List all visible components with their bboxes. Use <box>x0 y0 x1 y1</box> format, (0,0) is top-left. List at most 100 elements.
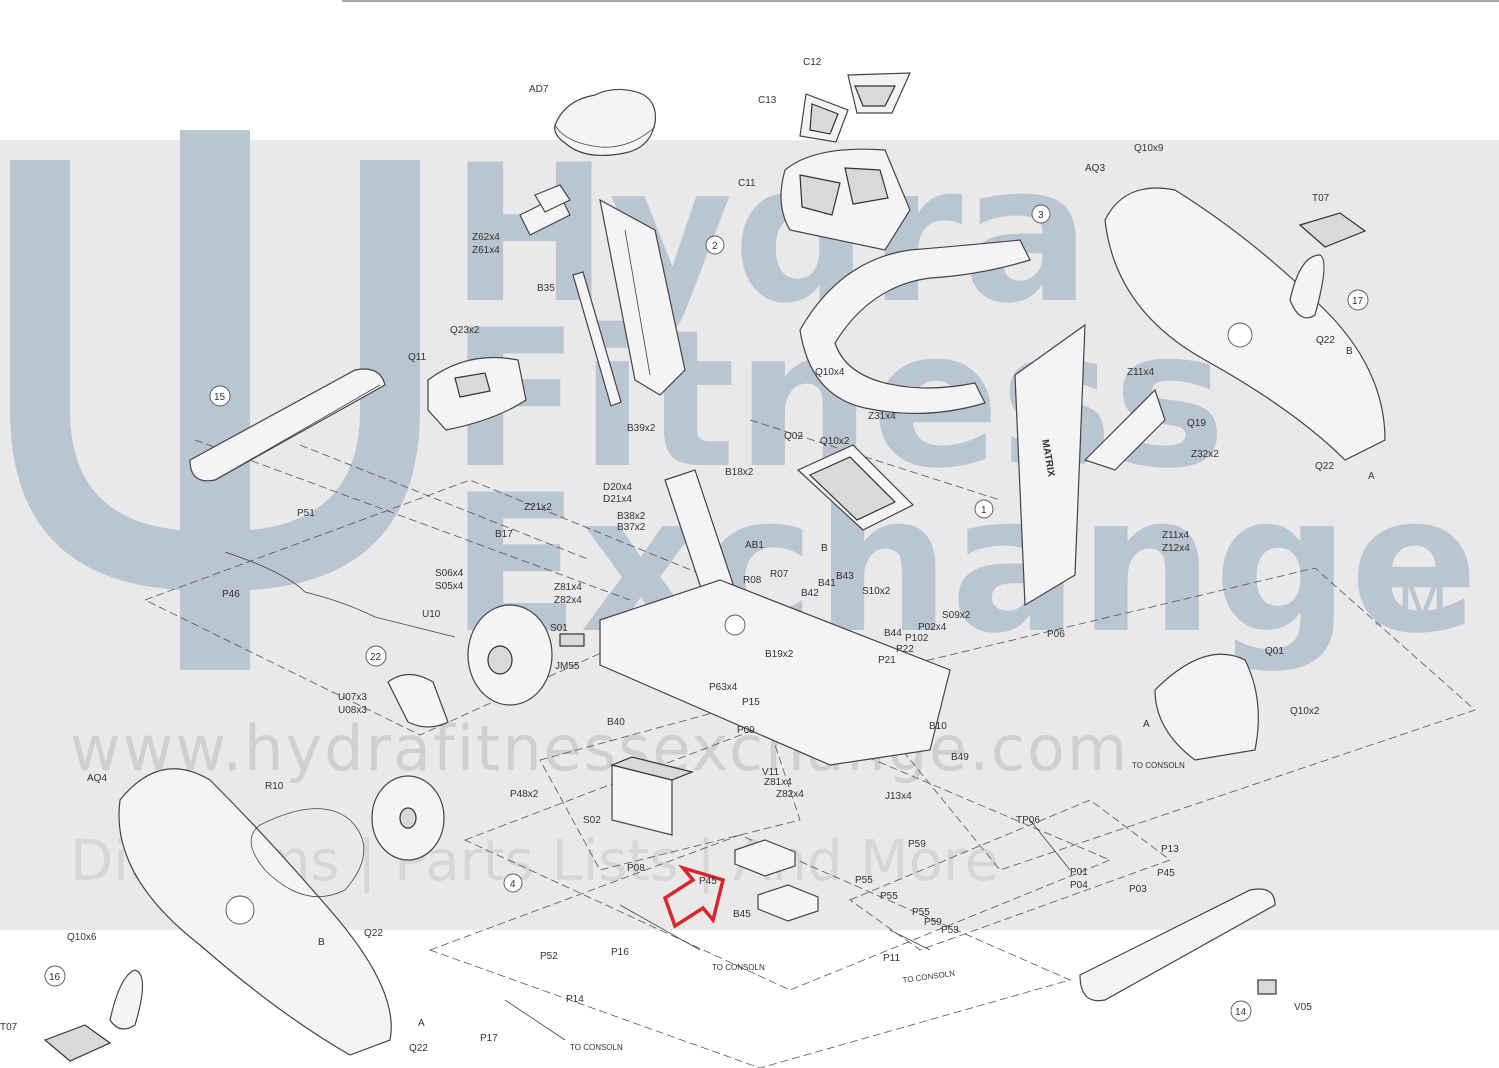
block-parts <box>734 839 819 922</box>
label-to-consoln-2: TO CONSOLN <box>712 963 765 972</box>
label-z11x4-top: Z11x4 <box>1127 367 1154 378</box>
console-shroud-part <box>780 148 911 251</box>
svg-text:14: 14 <box>1235 1007 1247 1018</box>
label-p03: P03 <box>1129 884 1147 895</box>
pulley-part <box>371 775 445 861</box>
svg-text:1: 1 <box>981 505 987 516</box>
flywheel-assembly-part <box>467 604 585 706</box>
seat-part <box>554 88 657 157</box>
label-q10x4: Q10x4 <box>815 367 845 378</box>
label-z32x2: Z32x2 <box>1191 449 1219 460</box>
label-c13: C13 <box>758 95 777 106</box>
label-s05x4: S05x4 <box>435 581 464 592</box>
svg-text:16: 16 <box>49 972 61 983</box>
svg-text:2: 2 <box>712 241 718 252</box>
control-box-part <box>610 756 694 836</box>
label-z81x4-b: Z81x4 <box>764 777 792 788</box>
label-t07-left: T07 <box>0 1022 18 1033</box>
main-frame-part <box>599 469 951 766</box>
label-t07-right: T07 <box>1312 193 1330 204</box>
label-v05: V05 <box>1294 1002 1312 1013</box>
label-b42: B42 <box>801 588 819 599</box>
label-q11: Q11 <box>408 352 427 363</box>
label-b44: B44 <box>884 628 902 639</box>
handlebar-part <box>799 239 1031 415</box>
left-shroud-part <box>118 768 392 1056</box>
label-p22: P22 <box>896 644 914 655</box>
watermark-url: www.hydrafitnessexchange.com <box>70 712 1129 785</box>
label-u07x3: U07x3 <box>338 692 367 703</box>
label-p52: P52 <box>540 951 558 962</box>
cover-q01-part <box>1154 653 1259 761</box>
label-q10x2-right: Q10x2 <box>1290 706 1320 717</box>
cup-parts <box>799 72 911 143</box>
label-q19: Q19 <box>1187 418 1206 429</box>
belt-part <box>250 808 365 897</box>
left-pedal-part <box>43 969 144 1062</box>
label-s02: S02 <box>583 815 601 826</box>
callout-15: 15 <box>209 385 231 407</box>
label-d20x4: D20x4 <box>603 482 632 493</box>
cable-p46 <box>224 551 456 638</box>
label-q22-top: Q22 <box>1316 335 1335 346</box>
label-b18x2: B18x2 <box>725 467 754 478</box>
label-c11: C11 <box>738 178 756 189</box>
label-b37x2: B37x2 <box>617 522 646 533</box>
label-p55-b: P55 <box>880 891 898 902</box>
label-p04: P04 <box>1070 880 1088 891</box>
cover-q11-part <box>427 356 527 431</box>
label-q23x2: Q23x2 <box>450 325 480 336</box>
label-p102: P102 <box>905 633 929 644</box>
label-p55-c: P55 <box>912 907 930 918</box>
label-p59-top: P59 <box>908 839 926 850</box>
label-aq3: AQ3 <box>1085 163 1105 174</box>
label-p09: P09 <box>737 725 755 736</box>
part-labels: AD7C12C13C11Q10x9AQ3T07Z62x4Z61x4B35Q23x… <box>0 57 1375 1054</box>
label-b49: B49 <box>951 752 969 763</box>
label-p16: P16 <box>611 947 629 958</box>
label-p45-mid: P45 <box>699 876 717 887</box>
label-p63x4: P63x4 <box>709 682 738 693</box>
label-z81x4: Z81x4 <box>554 582 582 593</box>
svg-text:15: 15 <box>214 392 226 403</box>
label-b-mid: B <box>821 543 828 554</box>
label-p55-a: P55 <box>855 875 873 886</box>
label-z11x4-mid: Z11x4 <box>1162 530 1189 541</box>
label-tp06: TP06 <box>1016 815 1040 826</box>
callout-17: 17 <box>1347 289 1369 311</box>
label-b35: B35 <box>537 283 555 294</box>
svg-text:4: 4 <box>510 879 516 890</box>
label-q22-bottom: Q22 <box>409 1043 428 1054</box>
label-b39x2: B39x2 <box>627 423 656 434</box>
red-highlight-arrow <box>662 864 726 929</box>
upright-frame-part: MATRIX <box>1014 323 1086 607</box>
cover-q19-part <box>1083 388 1166 471</box>
right-pedal-part <box>1289 212 1367 319</box>
label-q02: Q02 <box>784 431 803 442</box>
label-p59-b: P59 <box>924 917 942 928</box>
label-c12: C12 <box>803 57 822 68</box>
watermark-trademark: TM <box>1359 570 1448 640</box>
label-q22-right: Q22 <box>1315 461 1334 472</box>
svg-text:3: 3 <box>1038 210 1044 221</box>
label-z31x4: Z31x4 <box>868 411 896 422</box>
slide-rail-part <box>572 271 622 407</box>
label-q10x9: Q10x9 <box>1134 143 1164 154</box>
label-b41: B41 <box>818 578 836 589</box>
label-r08: R08 <box>743 575 762 586</box>
v05-label-part <box>1257 979 1277 995</box>
label-ab1: AB1 <box>745 540 764 551</box>
callout-14: 14 <box>1230 1000 1252 1022</box>
label-aq4: AQ4 <box>87 773 107 784</box>
label-z61x4: Z61x4 <box>472 245 500 256</box>
callout-4: 4 <box>503 873 523 893</box>
front-stabilizer-part <box>189 368 386 482</box>
label-p14: P14 <box>566 994 584 1005</box>
label-r10: R10 <box>265 781 284 792</box>
callout-circles: 1 2 3 4 14 15 16 17 22 <box>44 204 1369 1022</box>
label-p08: P08 <box>627 863 645 874</box>
callout-3: 3 <box>1031 204 1051 224</box>
label-b45: B45 <box>733 909 751 920</box>
label-p01: P01 <box>1070 867 1088 878</box>
jm55-part <box>559 633 585 647</box>
